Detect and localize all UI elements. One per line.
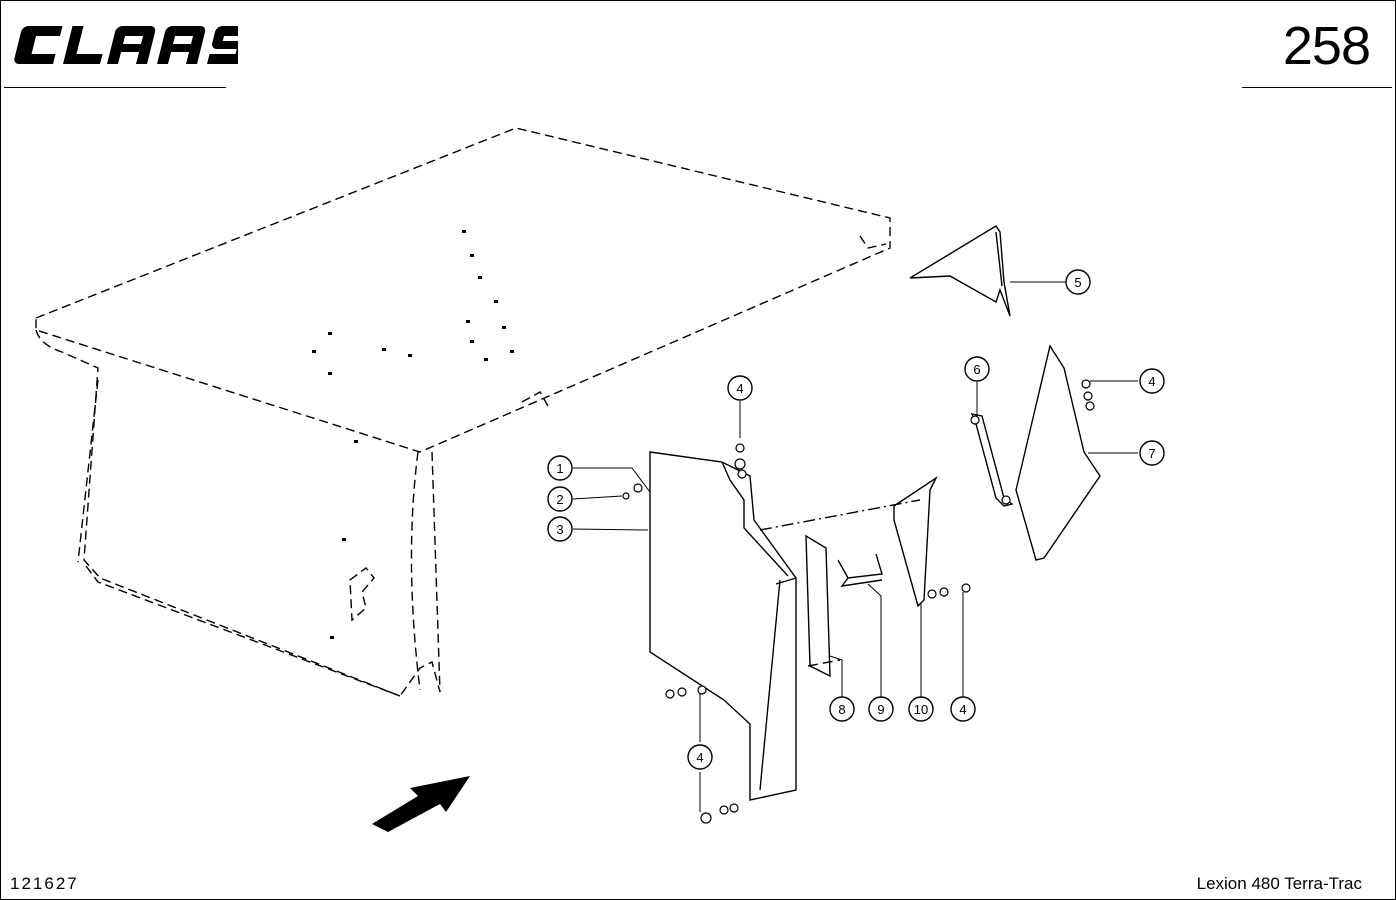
part-8-plate <box>805 534 831 678</box>
callout-3: 3 <box>547 516 573 542</box>
callout-6: 6 <box>964 356 990 382</box>
callout-1: 1 <box>547 455 573 481</box>
callout-4-bottom-right: 4 <box>950 696 976 722</box>
svg-text:9: 9 <box>877 702 884 717</box>
callouts: 1 2 3 4 4 4 4 5 6 7 8 9 10 <box>547 269 1165 770</box>
callout-9: 9 <box>868 696 894 722</box>
machine-body-outline <box>35 127 891 697</box>
svg-text:1: 1 <box>556 461 563 476</box>
callout-8: 8 <box>829 696 855 722</box>
fasteners <box>622 379 1095 824</box>
callout-10: 10 <box>908 696 934 722</box>
callout-4-right: 4 <box>1139 368 1165 394</box>
part-10-bracket <box>893 475 938 608</box>
svg-text:5: 5 <box>1074 275 1081 290</box>
callout-7: 7 <box>1139 440 1165 466</box>
svg-text:3: 3 <box>556 522 563 537</box>
svg-text:8: 8 <box>838 702 845 717</box>
direction-arrow <box>372 776 470 832</box>
svg-text:4: 4 <box>696 750 703 765</box>
drawing-id: 121627 <box>10 874 79 893</box>
part-9-clip <box>837 553 883 587</box>
leader-lines <box>572 281 1138 812</box>
callout-4-bottom-left: 4 <box>687 744 713 770</box>
svg-text:4: 4 <box>959 702 966 717</box>
model-name: Lexion 480 Terra-Trac <box>1196 874 1362 893</box>
callout-5: 5 <box>1065 269 1091 295</box>
svg-text:6: 6 <box>973 362 980 377</box>
callout-2: 2 <box>547 486 573 512</box>
page-number: 258 <box>1282 16 1371 76</box>
svg-text:4: 4 <box>736 381 743 396</box>
part-3-side-plate <box>649 451 797 801</box>
svg-text:7: 7 <box>1148 446 1155 461</box>
svg-text:2: 2 <box>556 492 563 507</box>
body-hole-marks <box>312 230 514 639</box>
header-rule-right <box>1242 87 1392 88</box>
part-7-cover <box>1015 344 1101 561</box>
svg-text:4: 4 <box>1148 374 1155 389</box>
svg-text:10: 10 <box>914 702 928 717</box>
part-6-rod <box>970 413 1014 507</box>
claas-logo <box>14 26 238 64</box>
part-5-bracket <box>909 225 1011 317</box>
callout-4-top: 4 <box>727 375 753 401</box>
header-rule-left <box>4 87 226 88</box>
